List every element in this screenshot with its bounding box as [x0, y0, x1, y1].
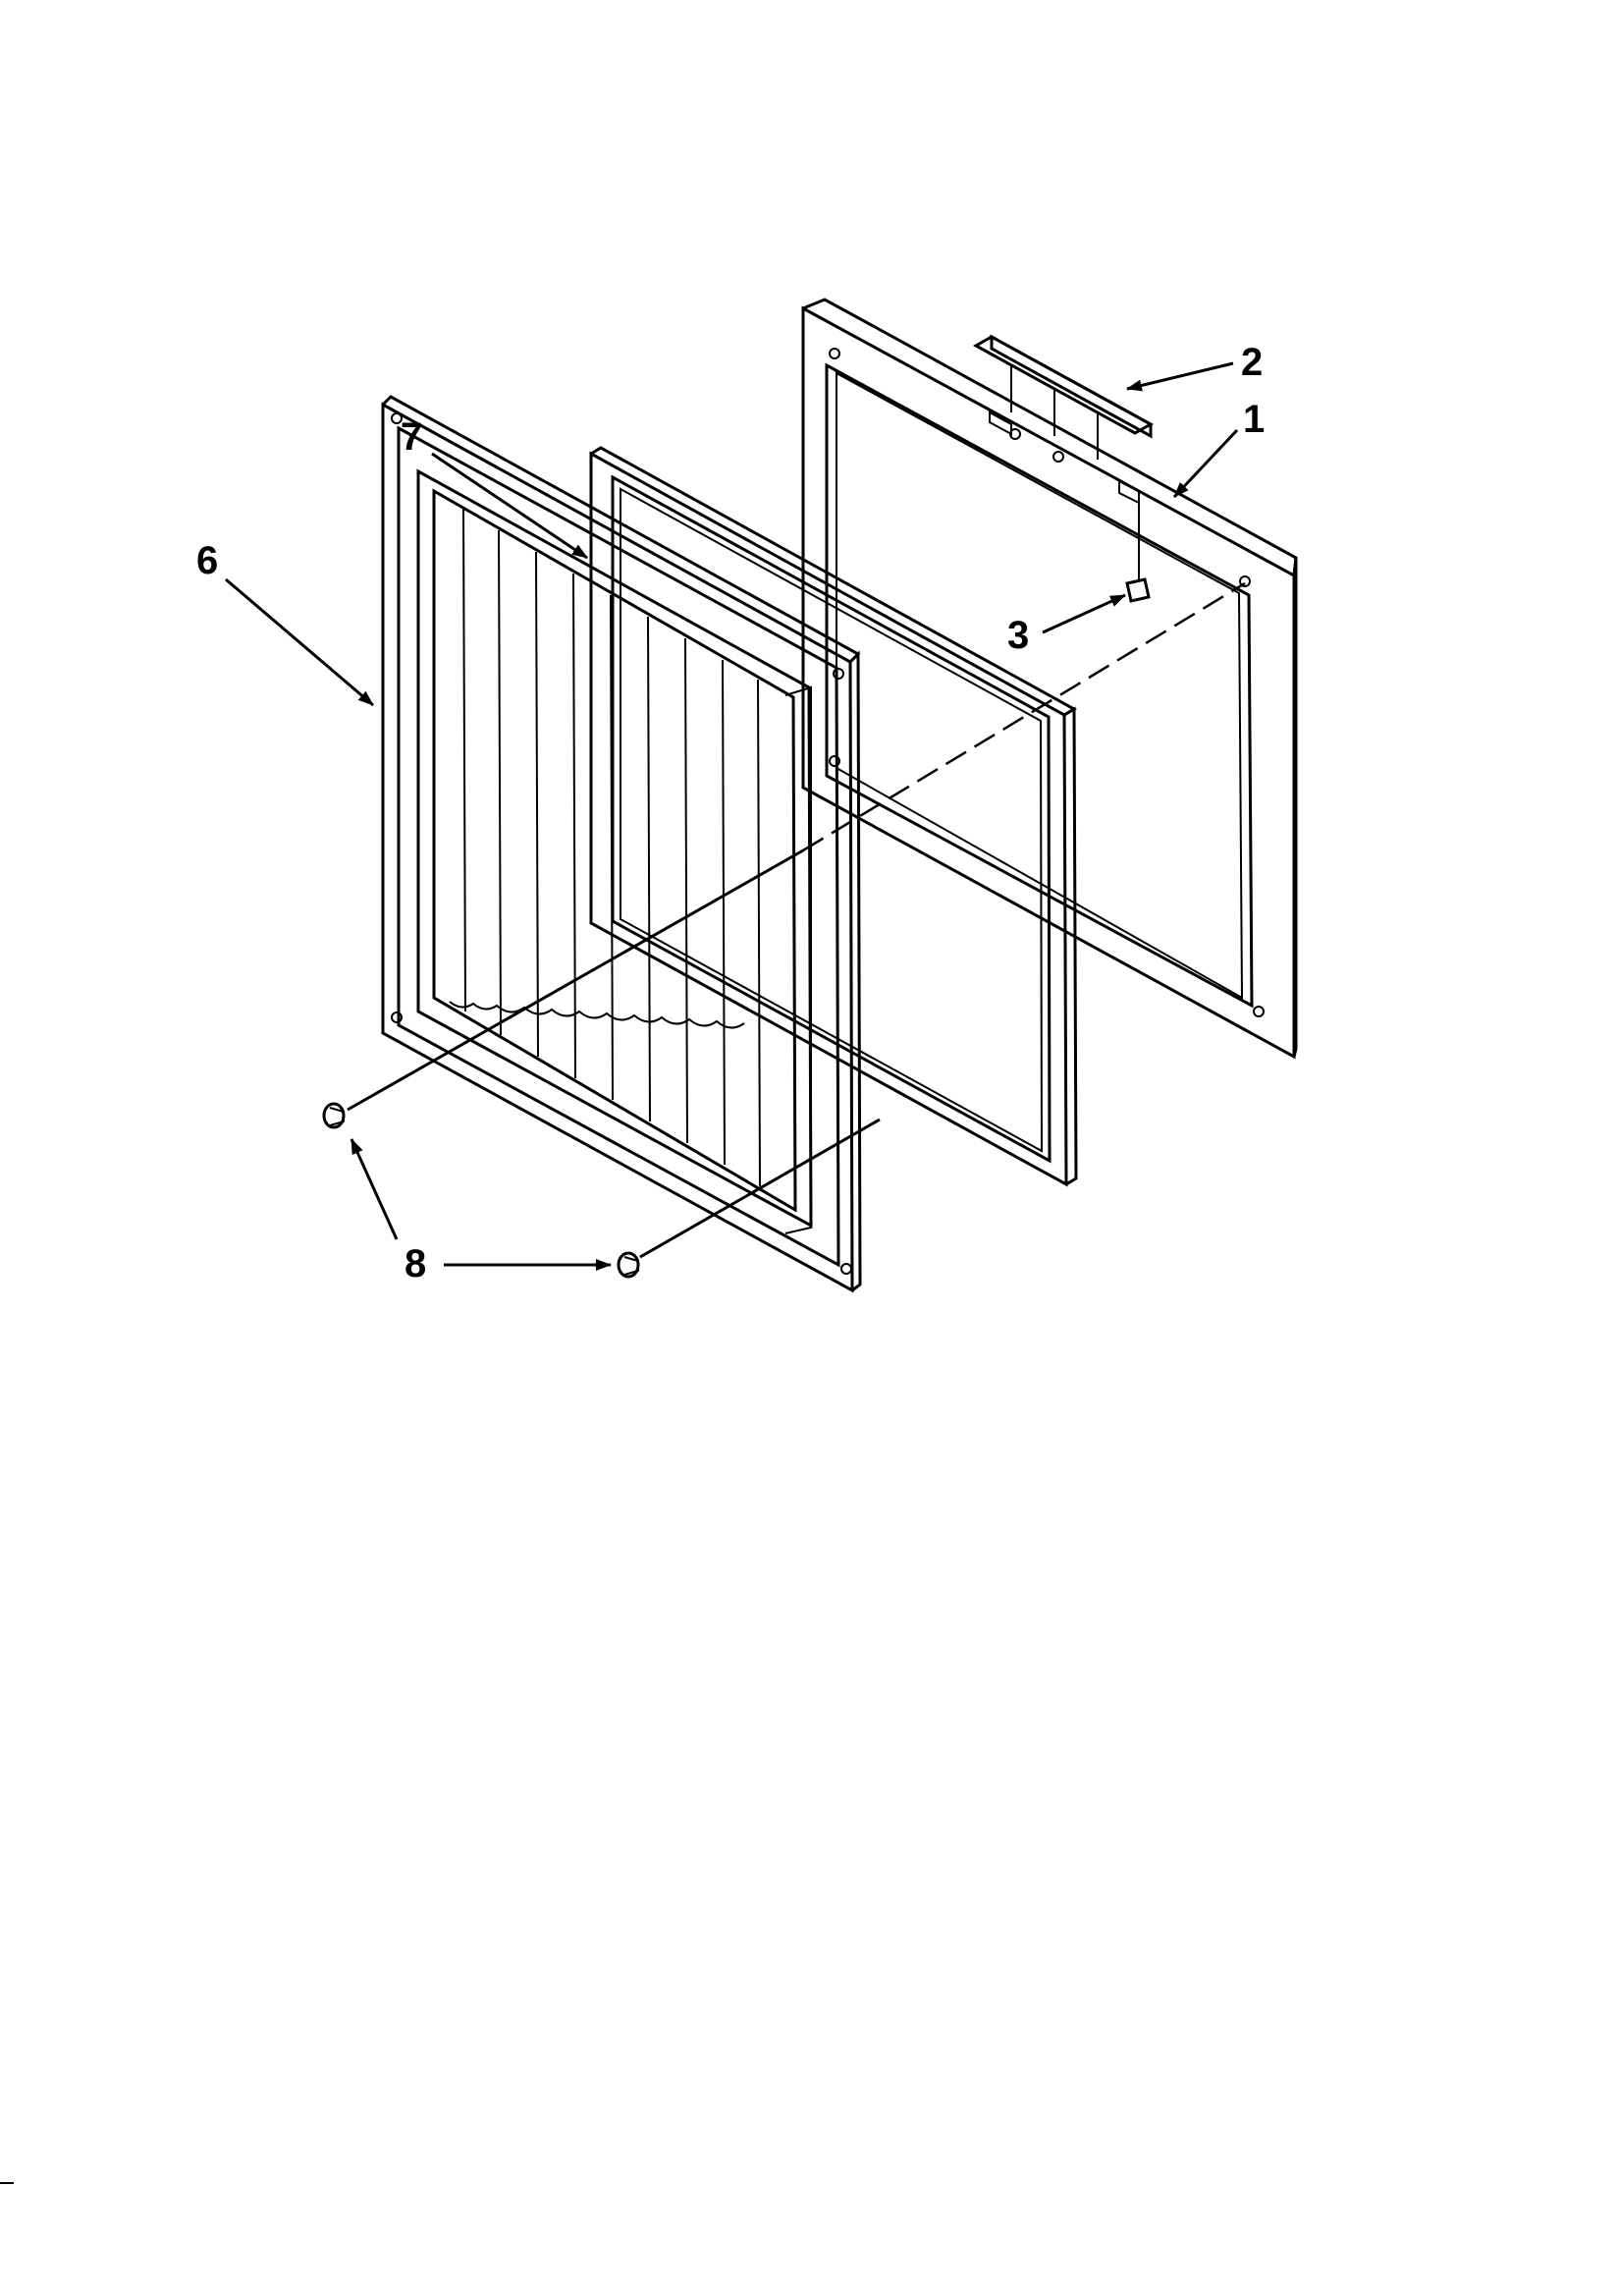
callout-number: 8	[404, 1242, 426, 1285]
callout-number: 1	[1243, 398, 1265, 441]
callout-number: 2	[1241, 341, 1263, 384]
screw-parts	[322, 1102, 640, 1279]
top-bracket-part	[972, 334, 1155, 460]
door-ribs	[449, 508, 761, 1187]
clip-part	[1125, 503, 1151, 603]
screw-icon	[617, 1251, 640, 1279]
callout-number: 3	[1007, 614, 1029, 657]
callout-number: 6	[196, 539, 218, 582]
rear-frame-part	[801, 298, 1298, 1060]
callout-1: 1	[1172, 398, 1265, 499]
screw-icon	[322, 1102, 346, 1129]
assembly-lines	[347, 581, 1246, 1259]
gasket-frame-part	[589, 446, 1078, 1187]
callout-3: 3	[1007, 593, 1126, 657]
callout-6: 6	[196, 539, 374, 707]
callout-7: 7	[401, 415, 588, 560]
callout-8: 8	[350, 1138, 612, 1285]
callout-2: 2	[1126, 341, 1263, 392]
door-panel-part	[381, 395, 862, 1293]
callout-number: 7	[401, 415, 422, 459]
